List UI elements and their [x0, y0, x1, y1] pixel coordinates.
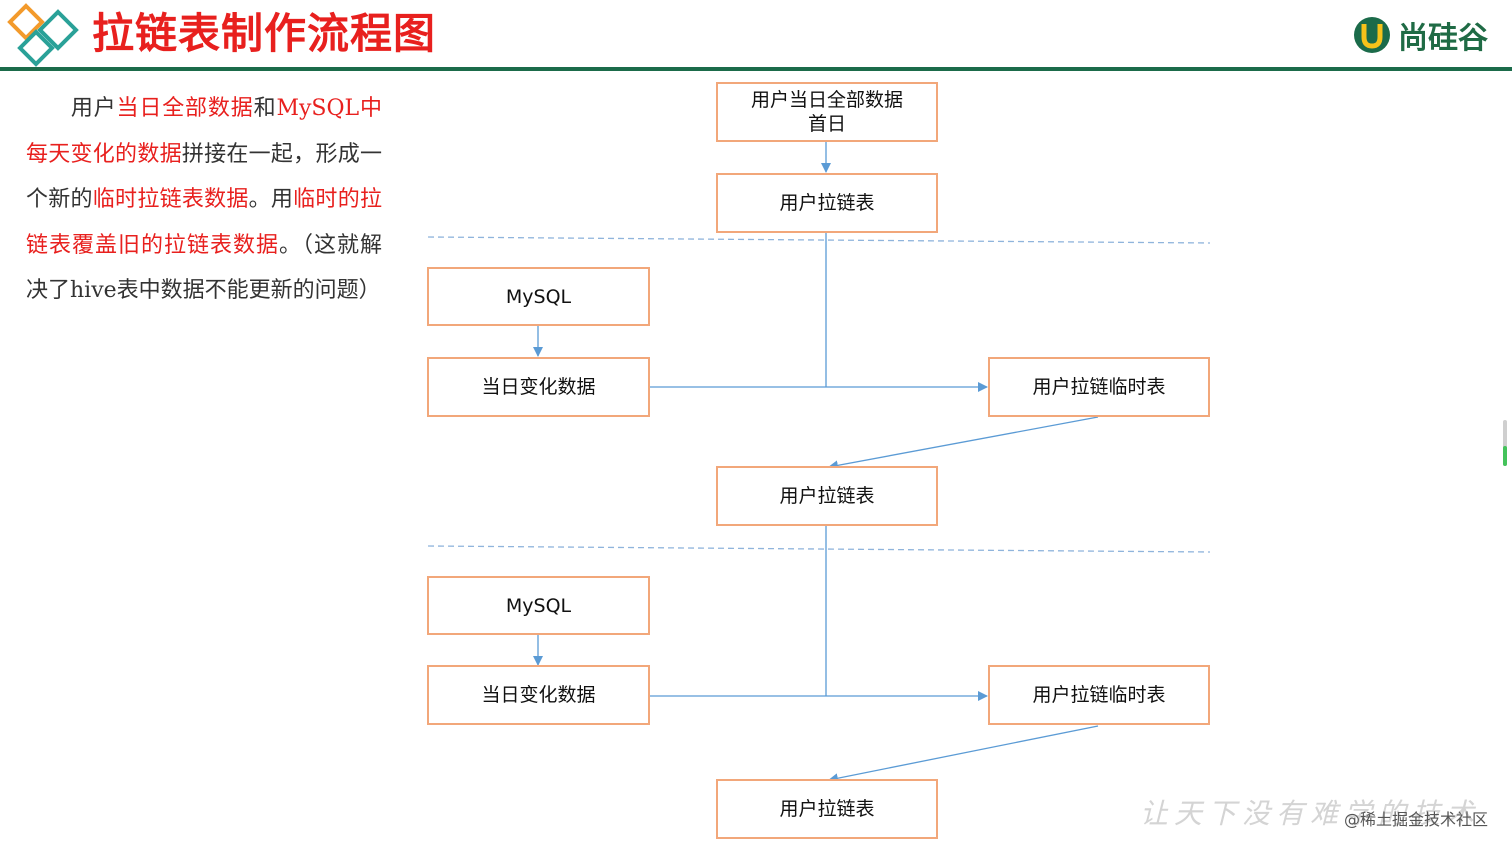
box-zipper-table-3: 用户拉链表 — [716, 779, 938, 839]
page-title: 拉链表制作流程图 — [92, 9, 437, 58]
box-mysql-label: MySQL — [505, 285, 572, 308]
box-zipper-label: 用户拉链表 — [779, 192, 875, 214]
scroll-indicator-thumb[interactable] — [1503, 446, 1507, 466]
box-zipper-table-2: 用户拉链表 — [716, 466, 938, 526]
desc-seg-3: 和 — [253, 96, 277, 121]
box-initial-line1: 用户当日全部数据 — [750, 89, 903, 111]
scroll-indicator[interactable] — [1503, 420, 1507, 466]
diamond-logo-icon — [7, 3, 79, 67]
box-initial-line2: 首日 — [807, 113, 846, 135]
box-changes-label: 当日变化数据 — [481, 376, 596, 398]
desc-seg-5: 拼接在一起，形成一个新的 — [26, 141, 382, 213]
watermark-text: 让天下没有难学的技术 — [1140, 797, 1481, 830]
slide-header: 拉链表制作流程图 尚硅谷 — [0, 0, 1512, 72]
brand-logo: 尚硅谷 — [1352, 12, 1488, 58]
brand-name: 尚硅谷 — [1398, 21, 1488, 56]
box-temp-table-1: 用户拉链临时表 — [988, 357, 1210, 417]
stage-divider-1 — [427, 236, 1211, 244]
box-mysql-1: MySQL — [427, 267, 650, 326]
desc-seg-9: 。（这就解决了hive表中数据不能更新的问题） — [26, 232, 382, 304]
desc-seg-4: MySQL中每天变化的数据 — [26, 96, 382, 167]
box-changes-label: 当日变化数据 — [481, 684, 596, 706]
stage-divider-2 — [427, 545, 1211, 553]
box-zipper-table-1: 用户拉链表 — [716, 173, 938, 233]
description-text: 用户当日全部数据和MySQL中每天变化的数据拼接在一起，形成一个新的临时拉链表数… — [26, 86, 382, 314]
box-mysql-label: MySQL — [505, 594, 572, 617]
box-initial-full-data: 用户当日全部数据 首日 — [716, 82, 938, 142]
u-logo-icon — [1354, 17, 1390, 53]
box-temp-label: 用户拉链临时表 — [1032, 376, 1166, 398]
box-daily-changes-1: 当日变化数据 — [427, 357, 650, 417]
desc-seg-6: 临时拉链表数据 — [92, 187, 249, 212]
box-mysql-2: MySQL — [427, 576, 650, 635]
box-daily-changes-2: 当日变化数据 — [427, 665, 650, 725]
desc-seg-7: 。用 — [248, 187, 294, 212]
box-temp-label: 用户拉链临时表 — [1032, 684, 1166, 706]
source-credit: @稀土掘金技术社区 — [1343, 810, 1488, 829]
box-temp-table-2: 用户拉链临时表 — [988, 665, 1210, 725]
box-zipper-label: 用户拉链表 — [779, 798, 875, 820]
arrow-temp-to-zipper-1 — [828, 416, 1099, 471]
header-divider — [0, 67, 1512, 71]
desc-seg-2: 当日全部数据 — [116, 96, 254, 121]
desc-seg-1: 用户 — [70, 96, 117, 121]
desc-seg-8: 临时的拉链表覆盖旧的拉链表数据 — [26, 187, 382, 258]
box-zipper-label: 用户拉链表 — [779, 485, 875, 507]
arrow-temp-to-zipper-2 — [828, 725, 1099, 784]
